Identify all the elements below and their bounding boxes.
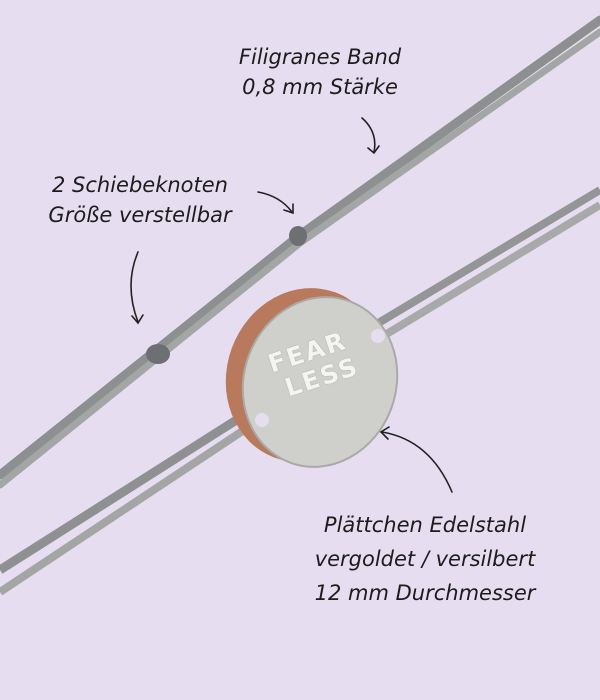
lower-cord-right: [372, 186, 600, 342]
plate-line2: vergoldet / versilbert: [314, 547, 536, 571]
lower-cord-left: [0, 401, 265, 596]
knots-line1: 2 Schiebeknoten: [51, 173, 228, 197]
knots-line2: Größe verstellbar: [48, 203, 232, 227]
band-annotation: Filigranes Band 0,8 mm Stärke: [215, 42, 425, 102]
band-line2: 0,8 mm Stärke: [242, 75, 398, 99]
knot-lower: [146, 344, 170, 364]
knots-annotation: 2 Schiebeknoten Größe verstellbar: [20, 170, 260, 230]
plate-line1: Plättchen Edelstahl: [323, 513, 527, 537]
knot-upper: [289, 226, 307, 246]
plate-annotation: Plättchen Edelstahl vergoldet / versilbe…: [280, 508, 570, 610]
plate: [225, 288, 399, 468]
band-line1: Filigranes Band: [238, 45, 402, 69]
plate-line3: 12 mm Durchmesser: [314, 581, 536, 605]
arrows: [130, 117, 453, 493]
